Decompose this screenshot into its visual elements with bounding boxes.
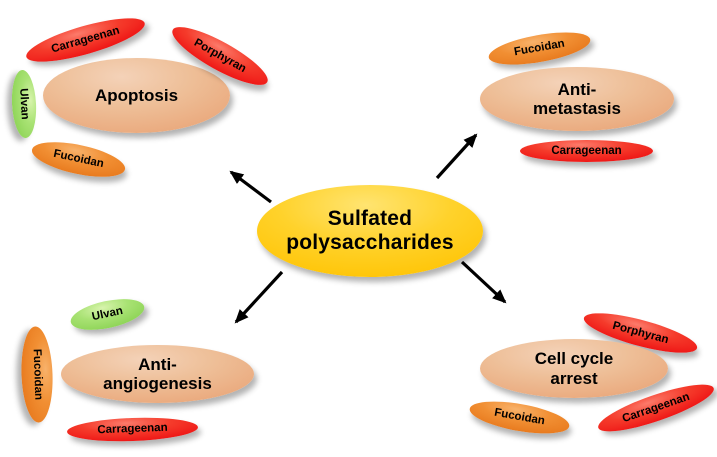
arrow-top-right xyxy=(435,133,478,180)
node-apoptosis-label: Apoptosis xyxy=(94,85,179,105)
center-node-label: Sulfated polysaccharides xyxy=(286,207,454,254)
satellite-label: Carrageenan xyxy=(97,421,168,437)
satellite-label: Fucoidan xyxy=(493,406,546,428)
satellite-label: Fucoidan xyxy=(52,147,105,171)
node-cell-cycle-arrest: Cell cycle arrest xyxy=(480,339,668,398)
node-cell-cycle-arrest-label: Cell cycle arrest xyxy=(534,349,614,388)
node-anti-angiogenesis: Anti- angiogenesis xyxy=(61,345,254,403)
arrow-bottom-left xyxy=(234,270,284,324)
node-anti-metastasis: Anti- metastasis xyxy=(480,67,674,131)
satellite-label: Ulvan xyxy=(17,88,32,120)
satellite-label: Ulvan xyxy=(90,304,124,324)
arrow-top-left xyxy=(229,170,272,204)
node-anti-metastasis-label: Anti- metastasis xyxy=(533,79,621,118)
satellite-label: Carrageenan xyxy=(551,144,622,157)
satellite-label: Fucoidan xyxy=(513,37,566,59)
center-node-sulfated-polysaccharides: Sulfated polysaccharides xyxy=(257,185,483,277)
arrow-bottom-right xyxy=(460,260,507,304)
satellite-label: Fucoidan xyxy=(30,348,45,401)
node-apoptosis: Apoptosis xyxy=(43,58,230,133)
satellite-carrageenan-anti-metastasis: Carrageenan xyxy=(520,140,653,162)
node-anti-angiogenesis-label: Anti- angiogenesis xyxy=(103,354,212,393)
